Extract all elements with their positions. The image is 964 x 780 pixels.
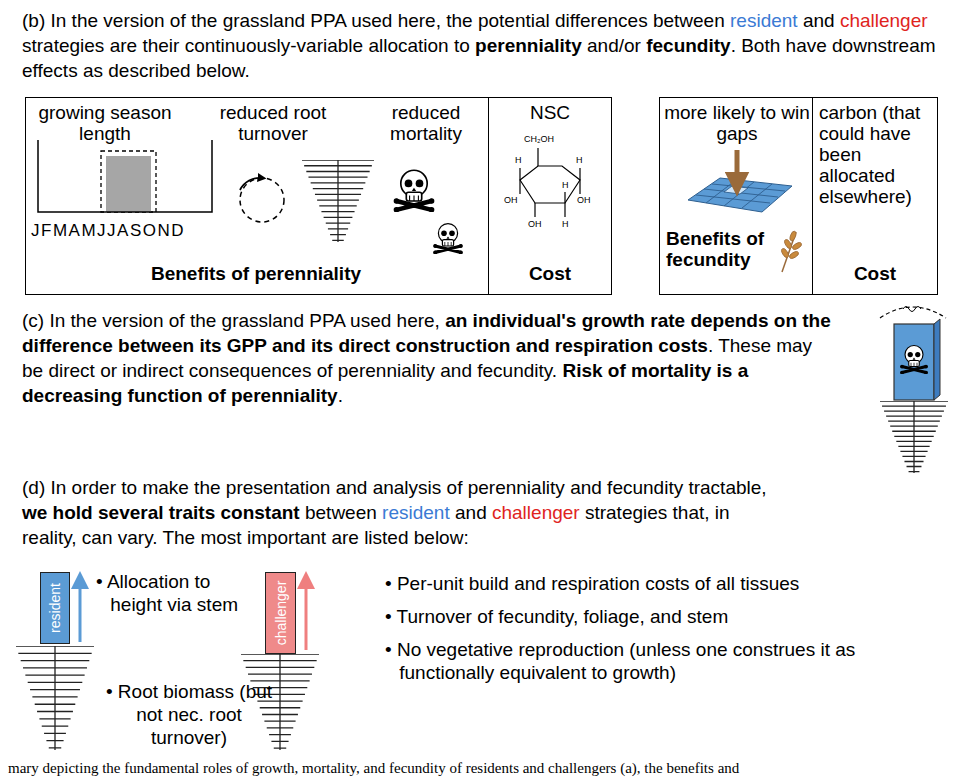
paragraph-run: (d) In order to make the presentation an… — [22, 477, 767, 498]
challenger-plant: challenger — [265, 572, 296, 654]
node-text: NSC — [491, 102, 609, 123]
seed-icon — [780, 230, 802, 272]
paragraph-run: (c) In the version of the grassland PPA … — [22, 310, 440, 331]
node-text: Benefits of perenniality — [56, 263, 456, 284]
atom-label: H — [514, 155, 523, 165]
skull-icon — [433, 224, 463, 255]
paragraph-run: resident — [382, 502, 450, 523]
perenniality-panel: growing season length reduced root turnov… — [25, 97, 612, 295]
resident-plant: resident — [40, 572, 70, 644]
skull-icon — [394, 170, 435, 212]
trait-bullet: • Root biomass (but not nec. root turnov… — [104, 680, 274, 749]
root-turnover-icon — [240, 160, 374, 242]
glucose-molecule — [520, 148, 580, 217]
paragraph-run: between — [305, 502, 377, 523]
paragraph-run: . — [338, 385, 343, 406]
fecundity-panel: more likely to win gapsBenefits of fecun… — [659, 97, 938, 295]
paragraph: (c) In the version of the grassland PPA … — [22, 308, 834, 408]
paragraph-run: we hold several traits constant — [22, 502, 300, 523]
node-text: carbon (that could have been allocated e… — [819, 102, 935, 207]
node-text: JFMAMJJASOND — [31, 220, 231, 241]
atom-label: CH₂OH — [523, 134, 555, 144]
paragraph-run: challenger — [492, 502, 580, 523]
trait-bullet: • Turnover of fecundity, foliage, and st… — [385, 605, 945, 628]
gap-figure — [688, 150, 792, 212]
figure-caption: mary depicting the fundamental roles of … — [8, 760, 739, 777]
atom-label: OH — [503, 195, 519, 205]
atom-label: H — [561, 219, 570, 229]
paragraph-run: strategies are their continuously-variab… — [22, 35, 470, 56]
paragraph-run: challenger — [840, 10, 928, 31]
plant-label: resident — [47, 583, 63, 633]
plant-label: challenger — [273, 581, 289, 646]
node-text: more likely to win gaps — [662, 102, 812, 144]
node-text: Cost — [815, 263, 935, 284]
paragraph: (d) In order to make the presentation an… — [22, 475, 784, 550]
atom-label: H — [561, 180, 570, 190]
mortality-plant — [880, 307, 948, 474]
paragraph-run: and — [455, 502, 487, 523]
paragraph-run: fecundity — [646, 35, 730, 56]
season-chart — [38, 140, 212, 212]
paragraph-run: resident — [730, 10, 798, 31]
atom-label: H — [575, 155, 584, 165]
trait-bullet: • No vegetative reproduction (unless one… — [385, 638, 890, 684]
trait-bullet: • Per-unit build and respiration costs o… — [385, 572, 945, 595]
paragraph-run: (b) In the version of the grassland PPA … — [22, 10, 725, 31]
node-text: growing season length — [30, 102, 180, 144]
node-text: reduced mortality — [371, 102, 481, 144]
atom-label: OH — [527, 219, 543, 229]
paragraph: (b) In the version of the grassland PPA … — [22, 8, 950, 83]
paragraph-run: perenniality — [475, 35, 582, 56]
paragraph-run: and/or — [587, 35, 641, 56]
node-text: reduced root turnover — [203, 102, 343, 144]
atom-label: OH — [576, 195, 592, 205]
cost-cell: carbon (that could have been allocated e… — [812, 98, 938, 294]
paragraph-run: and — [803, 10, 835, 31]
node-text: Cost — [491, 263, 609, 284]
trait-bullet: • Allocation to height via stem — [96, 570, 246, 616]
node-text: Benefits of fecundity — [666, 228, 778, 270]
